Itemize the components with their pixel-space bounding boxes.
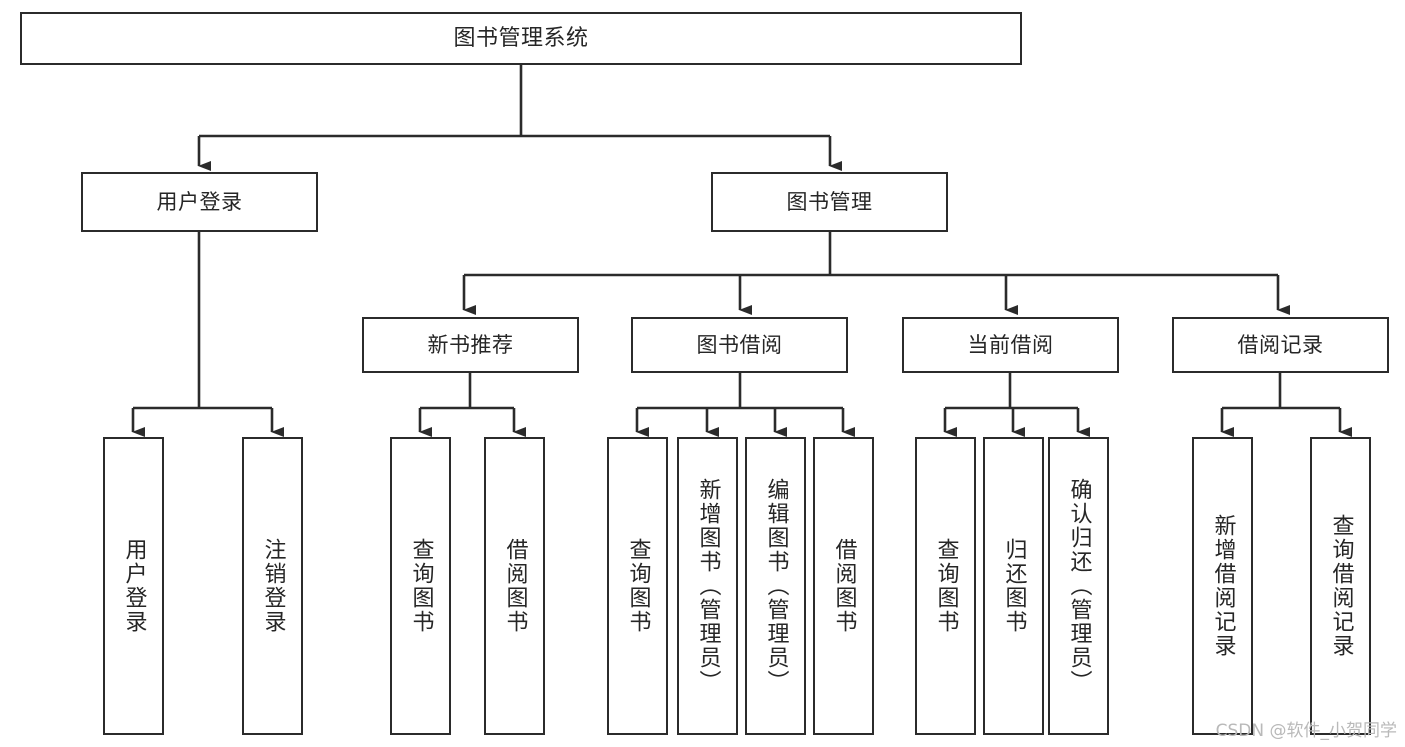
node-label: 用户登录 [156,189,243,214]
node-label: 新增图书（管理员） [695,478,721,694]
node-label: 确认归还（管理员） [1066,478,1092,694]
node-leaf-query-book-3[interactable]: 查询图书 [915,437,976,735]
node-label: 查询图书 [625,538,651,634]
node-label: 用户登录 [121,538,147,634]
node-leaf-user-login[interactable]: 用户登录 [103,437,164,735]
node-root-book-management-system[interactable]: 图书管理系统 [20,12,1022,65]
node-borrow-record[interactable]: 借阅记录 [1172,317,1389,373]
node-label: 归还图书 [1001,538,1027,634]
node-leaf-return-book[interactable]: 归还图书 [983,437,1044,735]
node-book-borrow[interactable]: 图书借阅 [631,317,848,373]
node-leaf-logout-login[interactable]: 注销登录 [242,437,303,735]
node-leaf-query-record[interactable]: 查询借阅记录 [1310,437,1371,735]
node-label: 借阅图书 [831,538,857,634]
node-label: 借阅图书 [502,538,528,634]
node-new-book-recommend[interactable]: 新书推荐 [362,317,579,373]
node-leaf-confirm-return[interactable]: 确认归还（管理员） [1048,437,1109,735]
node-leaf-edit-book[interactable]: 编辑图书（管理员） [745,437,806,735]
node-label: 当前借阅 [967,332,1054,357]
node-book-management[interactable]: 图书管理 [711,172,948,232]
node-leaf-add-record[interactable]: 新增借阅记录 [1192,437,1253,735]
node-label: 新增借阅记录 [1210,514,1236,658]
node-current-borrow[interactable]: 当前借阅 [902,317,1119,373]
node-user-login[interactable]: 用户登录 [81,172,318,232]
node-label: 图书借阅 [696,332,783,357]
node-label: 图书管理 [786,189,873,214]
node-leaf-query-book-2[interactable]: 查询图书 [607,437,668,735]
node-label: 新书推荐 [427,332,514,357]
node-label: 图书管理系统 [453,25,589,51]
node-leaf-borrow-book-2[interactable]: 借阅图书 [813,437,874,735]
node-label: 查询图书 [933,538,959,634]
node-label: 编辑图书（管理员） [763,478,789,694]
node-label: 注销登录 [260,538,286,634]
node-leaf-add-book[interactable]: 新增图书（管理员） [677,437,738,735]
node-leaf-borrow-book-1[interactable]: 借阅图书 [484,437,545,735]
node-label: 查询图书 [408,538,434,634]
node-leaf-query-book-1[interactable]: 查询图书 [390,437,451,735]
node-label: 查询借阅记录 [1328,514,1354,658]
node-label: 借阅记录 [1237,332,1324,357]
